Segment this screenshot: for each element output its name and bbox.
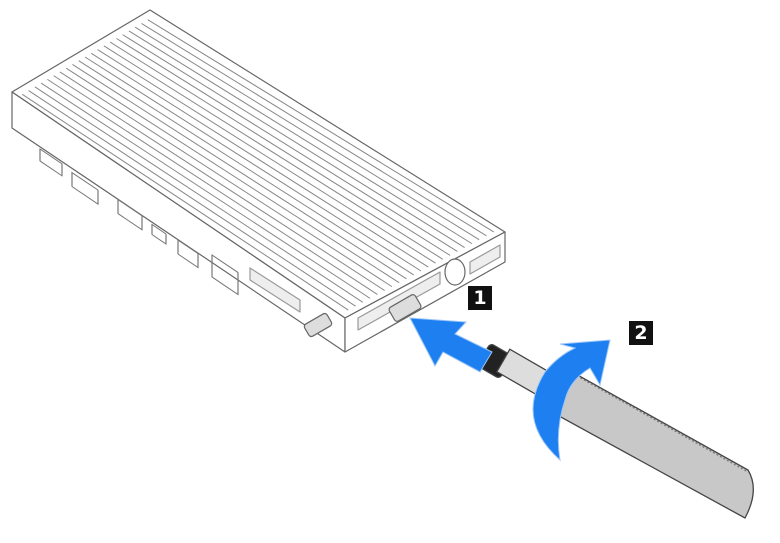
heatsink-fin: [78, 60, 414, 276]
side-ports: [39, 148, 239, 296]
heatsink-fin: [59, 71, 393, 288]
heatsink-fins: [21, 19, 494, 311]
heatsink-fin: [65, 67, 400, 284]
vent-grid: [469, 244, 501, 275]
heatsink-fin: [28, 90, 356, 307]
heatsink-fin: [40, 82, 371, 299]
heatsink-fin: [72, 64, 407, 280]
heatsink-fin: [47, 78, 378, 295]
heatsink-fin: [122, 34, 465, 248]
heatsink-fin: [91, 52, 429, 268]
mini-pc-device: [11, 9, 506, 353]
heatsink-fin: [109, 41, 451, 256]
step-badge-2: 2: [629, 321, 653, 345]
vent-grid: [357, 271, 441, 331]
antenna-connector-left: [303, 312, 333, 338]
heatsink-fin: [141, 23, 487, 237]
step-badge-1: 1: [468, 286, 492, 310]
power-button: [444, 258, 466, 286]
vent-grid: [249, 267, 301, 313]
antenna-connector-right: [388, 294, 422, 322]
antenna-body: [547, 367, 754, 519]
push-arrow: [409, 317, 493, 373]
heatsink-fin: [134, 26, 480, 241]
heatsink-fin: [34, 86, 364, 303]
arrows: [409, 317, 611, 462]
heatsink-fin: [128, 30, 473, 245]
antenna: [478, 344, 754, 519]
rotate-arrow: [532, 339, 611, 462]
heatsink-fin: [53, 75, 385, 291]
heatsink-fin: [21, 93, 349, 311]
heatsink-fin: [116, 37, 458, 252]
heatsink-fin: [103, 45, 444, 260]
heatsink-fin: [97, 49, 436, 264]
heatsink-fin: [84, 56, 422, 272]
heatsink-fin: [147, 19, 494, 233]
